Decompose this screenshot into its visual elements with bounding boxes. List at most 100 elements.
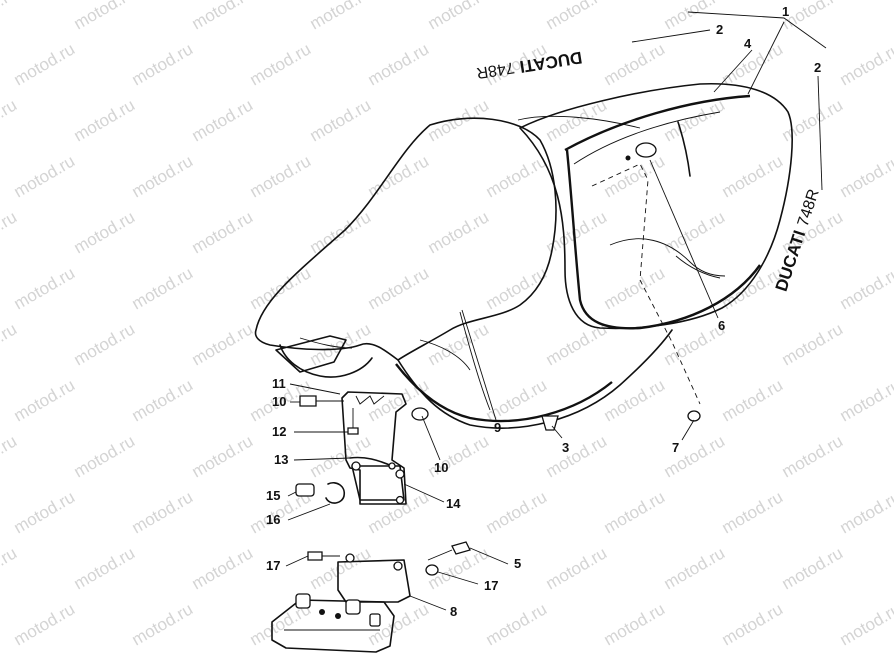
watermark-text: motod.ru (0, 319, 20, 369)
callout-16: 16 (266, 512, 280, 527)
callout-6: 6 (718, 318, 725, 333)
callout-9: 9 (494, 420, 501, 435)
watermark-text: motod.ru (189, 319, 257, 369)
decal-brand: DUCATI (772, 228, 810, 294)
watermark-text: motod.ru (129, 599, 197, 649)
callout-8: 8 (450, 604, 457, 619)
watermark-text: motod.ru (71, 207, 139, 257)
watermark-text: motod.ru (11, 263, 79, 313)
watermark-text: motod.ru (661, 207, 729, 257)
watermark-text: motod.ru (365, 487, 433, 537)
watermark-text: motod.ru (483, 263, 551, 313)
watermark-text: motod.ru (307, 95, 375, 145)
watermark-text: motod.ru (0, 207, 20, 257)
watermark-text: motod.ru (543, 95, 611, 145)
watermark-text: motod.ru (837, 151, 894, 201)
watermark-text: motod.ru (661, 543, 729, 593)
watermark-text: motod.ru (11, 39, 79, 89)
watermark-text: motod.ru (365, 263, 433, 313)
watermark-text: motod.ru (837, 375, 894, 425)
watermark-text: motod.ru (0, 431, 20, 481)
watermark-text: motod.ru (661, 431, 729, 481)
watermark-text: motod.ru (71, 431, 139, 481)
watermark-text: motod.ru (425, 95, 493, 145)
hardware (295, 142, 701, 576)
watermark-text: motod.ru (71, 319, 139, 369)
watermark-text: motod.ru (601, 487, 669, 537)
hidden-outline (591, 163, 701, 405)
watermark-text: motod.ru (11, 599, 79, 649)
watermark-text: motod.ru (543, 0, 611, 33)
watermark-text: motod.ru (779, 431, 847, 481)
watermark-text: motod.ru (129, 375, 197, 425)
callout-17: 17 (266, 558, 280, 573)
watermark-text: motod.ru (543, 319, 611, 369)
callout-5: 5 (514, 556, 521, 571)
decal-model: 748R (475, 58, 515, 81)
seat (254, 115, 673, 429)
watermark-text: motod.ru (189, 0, 257, 33)
watermark-text: motod.ru (483, 375, 551, 425)
watermark-text: motod.ru (11, 375, 79, 425)
watermark-text: motod.ru (719, 599, 787, 649)
watermark-text: motod.ru (307, 0, 375, 33)
watermark-text: motod.ru (11, 151, 79, 201)
watermark-text: motod.ru (129, 487, 197, 537)
watermark-text: motod.ru (483, 487, 551, 537)
watermark-text: motod.ru (779, 543, 847, 593)
watermark-text: motod.ru (71, 95, 139, 145)
callout-2: 2 (814, 60, 821, 75)
watermark-text: motod.ru (779, 319, 847, 369)
callouts: 1 2 2 4 6 9 3 7 11 10 12 10 13 14 15 16 … (266, 4, 821, 619)
watermark-text: motod.ru (837, 263, 894, 313)
watermark-text: motod.ru (719, 151, 787, 201)
watermark-text: motod.ru (365, 39, 433, 89)
watermark-text: motod.ru (837, 487, 894, 537)
watermark-text: motod.ru (189, 207, 257, 257)
watermark-text: motod.ru (0, 543, 20, 593)
callout-15: 15 (266, 488, 280, 503)
callout-14: 14 (446, 496, 461, 511)
watermark-text: motod.ru (71, 543, 139, 593)
watermark-text: motod.ru (719, 375, 787, 425)
watermark-text: motod.ru (307, 543, 375, 593)
watermark-text: motod.ru (129, 151, 197, 201)
watermark-text: motod.ru (11, 487, 79, 537)
callout-1: 1 (782, 4, 789, 19)
base-bracket (271, 553, 411, 653)
watermark-text: motod.ru (543, 543, 611, 593)
watermark-text: motod.ru (601, 599, 669, 649)
watermark-text: motod.ru (425, 0, 493, 33)
watermark-text: motod.ru (247, 151, 315, 201)
callout-11: 11 (272, 376, 286, 391)
watermark-text: motod.ru (601, 263, 669, 313)
watermark-text: motod.ru (719, 487, 787, 537)
watermark-text: motod.ru (129, 39, 197, 89)
callout-7: 7 (672, 440, 679, 455)
watermark-text: motod.ru (601, 151, 669, 201)
watermark-text: motod.ru (71, 0, 139, 33)
watermark-text: motod.ru (483, 151, 551, 201)
callout-2: 2 (716, 22, 723, 37)
watermark-text: motod.ru (129, 263, 197, 313)
watermark-text: motod.ru (189, 543, 257, 593)
leader-lines (285, 11, 827, 611)
lock-bracket (341, 391, 407, 505)
callout-10: 10 (272, 394, 286, 409)
watermark-text: motod.ru (543, 431, 611, 481)
watermark-text: motod.ru (719, 39, 787, 89)
callout-3: 3 (562, 440, 569, 455)
watermark-text: motod.ru (307, 207, 375, 257)
watermark-text: motod.ru (425, 207, 493, 257)
watermark-text: motod.ru (0, 95, 20, 145)
watermark-text: motod.ru (247, 39, 315, 89)
watermark-text: motod.ru (837, 39, 894, 89)
callout-17: 17 (484, 578, 498, 593)
watermark-text: motod.ru (601, 39, 669, 89)
callout-12: 12 (272, 424, 286, 439)
callout-4: 4 (744, 36, 752, 51)
callout-10: 10 (434, 460, 448, 475)
watermark-text: motod.ru (483, 599, 551, 649)
watermark-text: motod.ru (189, 431, 257, 481)
